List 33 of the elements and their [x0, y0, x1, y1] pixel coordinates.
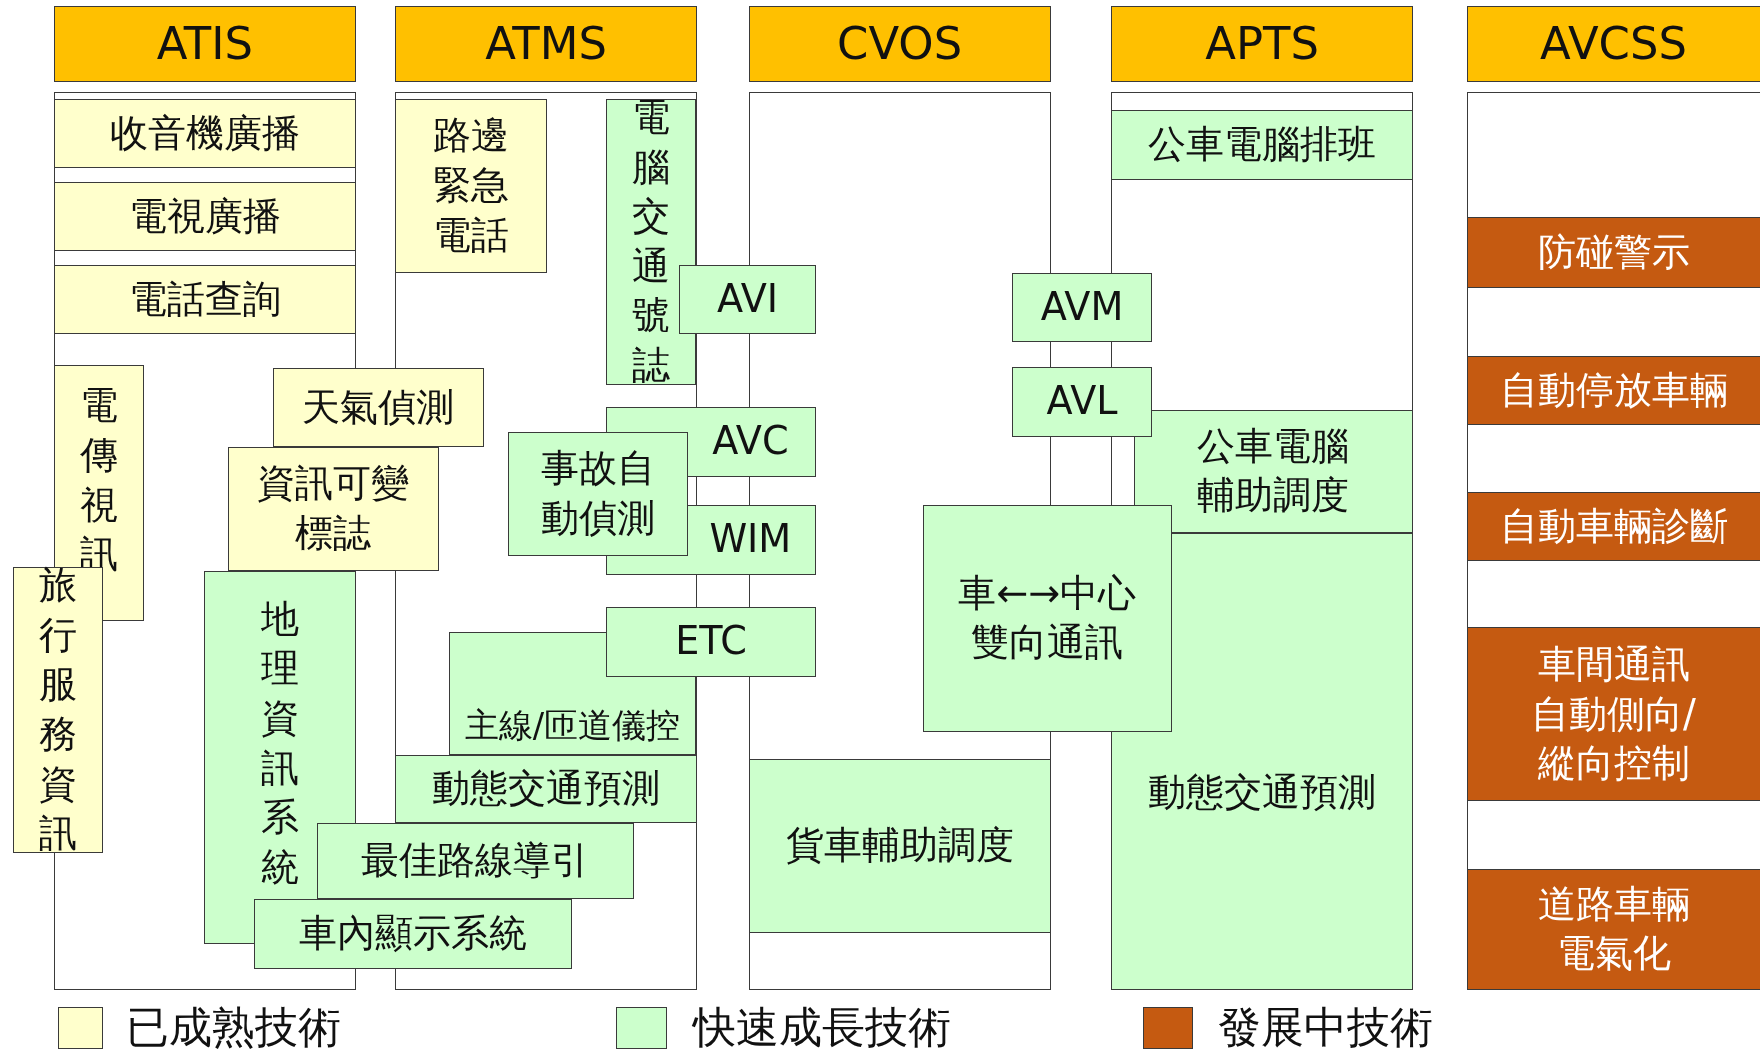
technology-box: 資訊可變標誌 [227, 446, 439, 572]
technology-box: 電視廣播 [53, 181, 356, 252]
technology-box: AVI [679, 264, 816, 335]
column-header: AVCSS [1467, 5, 1760, 82]
legend-label: 已成熟技術 [125, 1002, 341, 1054]
technology-box: 車←→中心雙向通訊 [922, 505, 1172, 732]
technology-box: ETC [606, 607, 816, 677]
technology-box: 電話查詢 [53, 264, 356, 335]
column-header: ATIS [53, 5, 356, 82]
technology-box: 防碰警示 [1467, 216, 1760, 289]
technology-box: 公車電腦輔助調度 [1133, 409, 1414, 534]
technology-box: 路邊緊急電話 [395, 98, 547, 273]
technology-box: AVM [1012, 272, 1152, 343]
column-header: CVOS [748, 5, 1051, 82]
technology-box: 貨車輔助調度 [748, 758, 1051, 933]
column-header: ATMS [395, 5, 698, 82]
technology-box: 收音機廣播 [53, 98, 356, 169]
technology-box: 事故自動偵測 [508, 432, 689, 556]
technology-box: 最佳路線導引 [316, 822, 635, 900]
technology-box: 自動停放車輛 [1467, 355, 1760, 426]
technology-box: 道路車輛電氣化 [1467, 868, 1760, 990]
technology-box: AVL [1012, 367, 1152, 437]
technology-box: 動態交通預測 [395, 755, 698, 823]
technology-box: 旅行服務資訊 [13, 566, 104, 854]
column-header: APTS [1111, 5, 1414, 82]
legend-label: 快速成長技術 [692, 1002, 951, 1054]
legend-label: 發展中技術 [1217, 1002, 1433, 1054]
technology-box: 車內顯示系統 [253, 899, 573, 969]
technology-box: 車間通訊自動側向/縱向控制 [1467, 627, 1760, 802]
technology-box: 公車電腦排班 [1111, 110, 1414, 180]
technology-box: 電腦交通號誌 [606, 98, 696, 385]
technology-box: 天氣偵測 [272, 368, 484, 447]
technology-box: 自動車輛診斷 [1467, 491, 1760, 562]
